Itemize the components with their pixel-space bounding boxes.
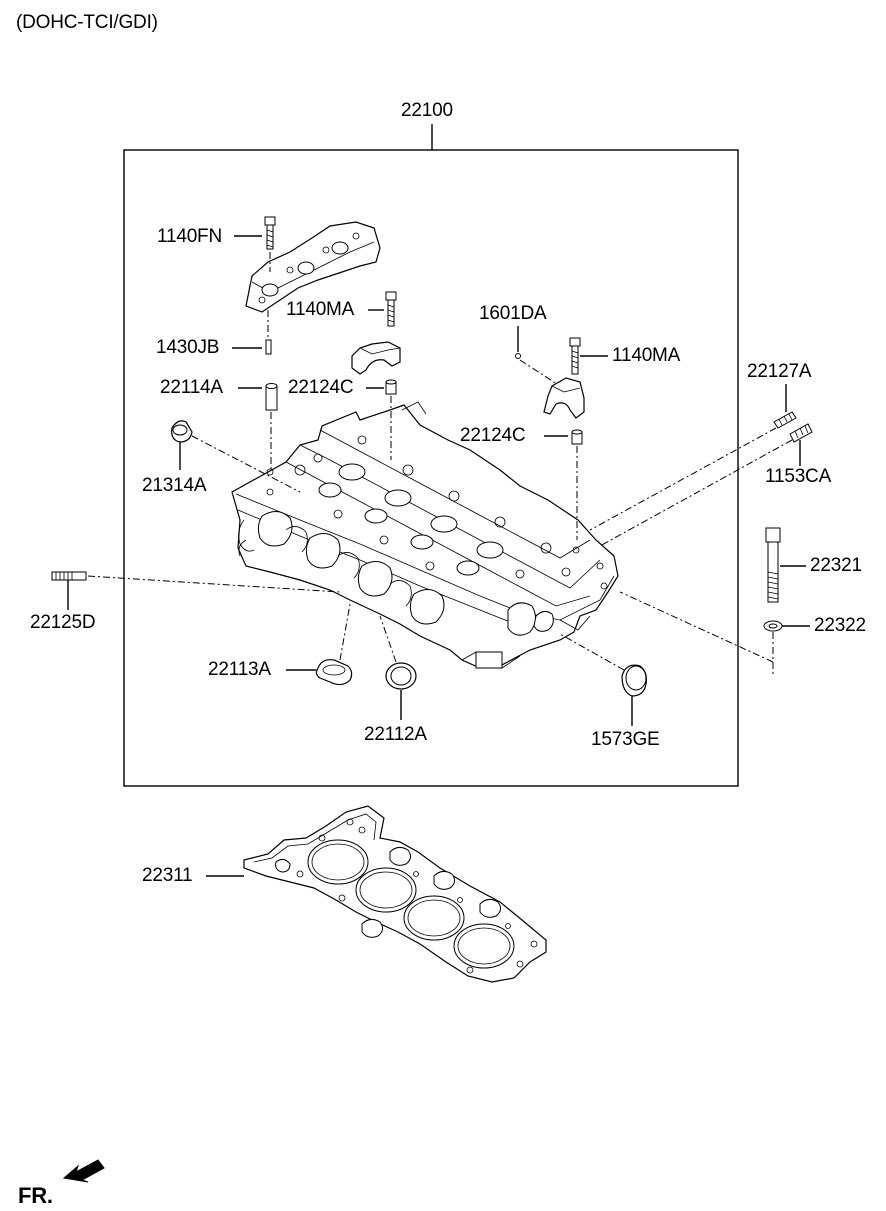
callout-22124C-right[interactable]: 22124C xyxy=(460,425,526,446)
callout-22124C-left[interactable]: 22124C xyxy=(288,377,354,398)
washer-22322 xyxy=(619,591,810,676)
callout-22112A[interactable]: 22112A xyxy=(364,724,427,745)
cylinder-head xyxy=(231,401,619,669)
seal-22113A xyxy=(286,603,353,686)
seal-22112A xyxy=(379,615,417,720)
callout-22114A[interactable]: 22114A xyxy=(160,377,223,398)
sleeve-22124C-left xyxy=(366,379,397,460)
callout-1430JB[interactable]: 1430JB xyxy=(156,337,220,358)
plug-21314A xyxy=(171,420,301,493)
callout-22113A[interactable]: 22113A xyxy=(208,659,271,680)
front-marker-label: FR. xyxy=(18,1183,53,1208)
dowel-22114A xyxy=(238,383,278,470)
stud-22125D xyxy=(51,571,341,610)
cam-bearing-bracket xyxy=(245,221,381,313)
bolt-1140MA-left xyxy=(368,291,397,327)
callout-22125D[interactable]: 22125D xyxy=(30,612,96,633)
head-bolt-22321 xyxy=(765,527,806,603)
cam-cap-right xyxy=(543,377,585,419)
callout-22127A[interactable]: 22127A xyxy=(747,361,812,382)
bolt-1140MA-right xyxy=(569,337,608,375)
callout-22321[interactable]: 22321 xyxy=(810,555,862,576)
sleeve-22124C-right xyxy=(544,429,583,540)
seal-1573GE xyxy=(559,633,647,726)
engine-variant-title: (DOHC-TCI/GDI) xyxy=(16,12,158,33)
stud-1153CA xyxy=(599,423,813,547)
callout-1140FN[interactable]: 1140FN xyxy=(157,226,222,247)
assembly-frame xyxy=(123,149,739,787)
callout-21314A[interactable]: 21314A xyxy=(142,475,207,496)
callout-22311[interactable]: 22311 xyxy=(142,865,193,886)
callout-22322[interactable]: 22322 xyxy=(814,615,866,636)
bolt-1140FN xyxy=(234,216,276,272)
pin-1430JB xyxy=(232,310,272,355)
callout-1601DA[interactable]: 1601DA xyxy=(479,303,547,324)
cam-cap-left xyxy=(351,341,401,375)
head-gasket-22311 xyxy=(206,805,547,983)
callout-1140MA-right[interactable]: 1140MA xyxy=(612,345,681,366)
callout-22100[interactable]: 22100 xyxy=(401,100,453,121)
callout-1153CA[interactable]: 1153CA xyxy=(765,466,832,487)
callout-1140MA-left[interactable]: 1140MA xyxy=(286,299,355,320)
ball-1601DA xyxy=(515,326,561,387)
front-arrow-icon xyxy=(62,1159,105,1183)
stud-22127A xyxy=(589,384,797,531)
callout-1573GE[interactable]: 1573GE xyxy=(591,729,660,750)
